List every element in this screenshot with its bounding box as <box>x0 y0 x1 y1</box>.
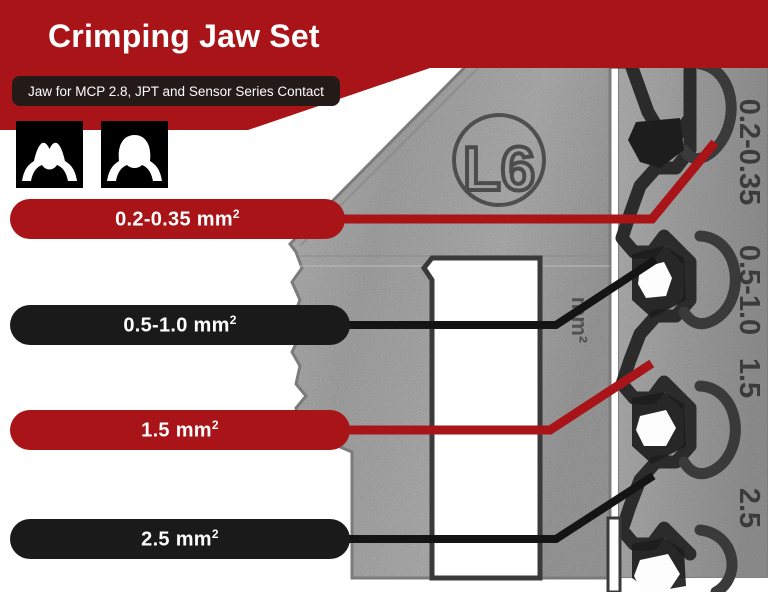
callout-pill-3: 1.5 mm2 <box>10 410 350 450</box>
callout-label-1: 0.2-0.35 mm2 <box>115 206 240 231</box>
jaw-die-lobes <box>678 58 741 592</box>
header-band <box>0 0 768 68</box>
svg-text:L6: L6 <box>463 135 535 204</box>
jaw-crimp-die-profile <box>605 55 697 561</box>
svg-text:2.5: 2.5 <box>733 488 765 528</box>
jaw-bottom-slot <box>606 516 622 592</box>
jaw-engraved-sizes: 0.2-0.35 0.5-1.0 1.5 2.5 <box>733 99 765 528</box>
crimp-profile-single-dome-icon <box>101 121 168 188</box>
jaw-stamp-l6: L6 <box>452 113 546 207</box>
callout-label-4: 2.5 mm2 <box>141 526 219 551</box>
callout-pill-2: 0.5-1.0 mm2 <box>10 305 350 345</box>
subtitle-text: Jaw for MCP 2.8, JPT and Sensor Series C… <box>28 83 324 99</box>
svg-text:0.2-0.35: 0.2-0.35 <box>733 99 765 205</box>
callout-label-3: 1.5 mm2 <box>141 417 219 442</box>
callout-label-2: 0.5-1.0 mm2 <box>123 312 237 337</box>
callout-pill-1: 0.2-0.35 mm2 <box>10 199 345 239</box>
jaw-window-cutout <box>420 255 543 581</box>
callout-pill-4: 2.5 mm2 <box>10 519 350 559</box>
subtitle-pill: Jaw for MCP 2.8, JPT and Sensor Series C… <box>12 76 340 106</box>
page-title: Crimping Jaw Set <box>48 18 320 54</box>
svg-text:0.5-1.0: 0.5-1.0 <box>733 245 765 335</box>
jaw-crimp-nest-highlights <box>634 262 680 592</box>
svg-text:1.5: 1.5 <box>733 358 765 398</box>
crimp-profile-double-peak-icon <box>16 121 83 188</box>
